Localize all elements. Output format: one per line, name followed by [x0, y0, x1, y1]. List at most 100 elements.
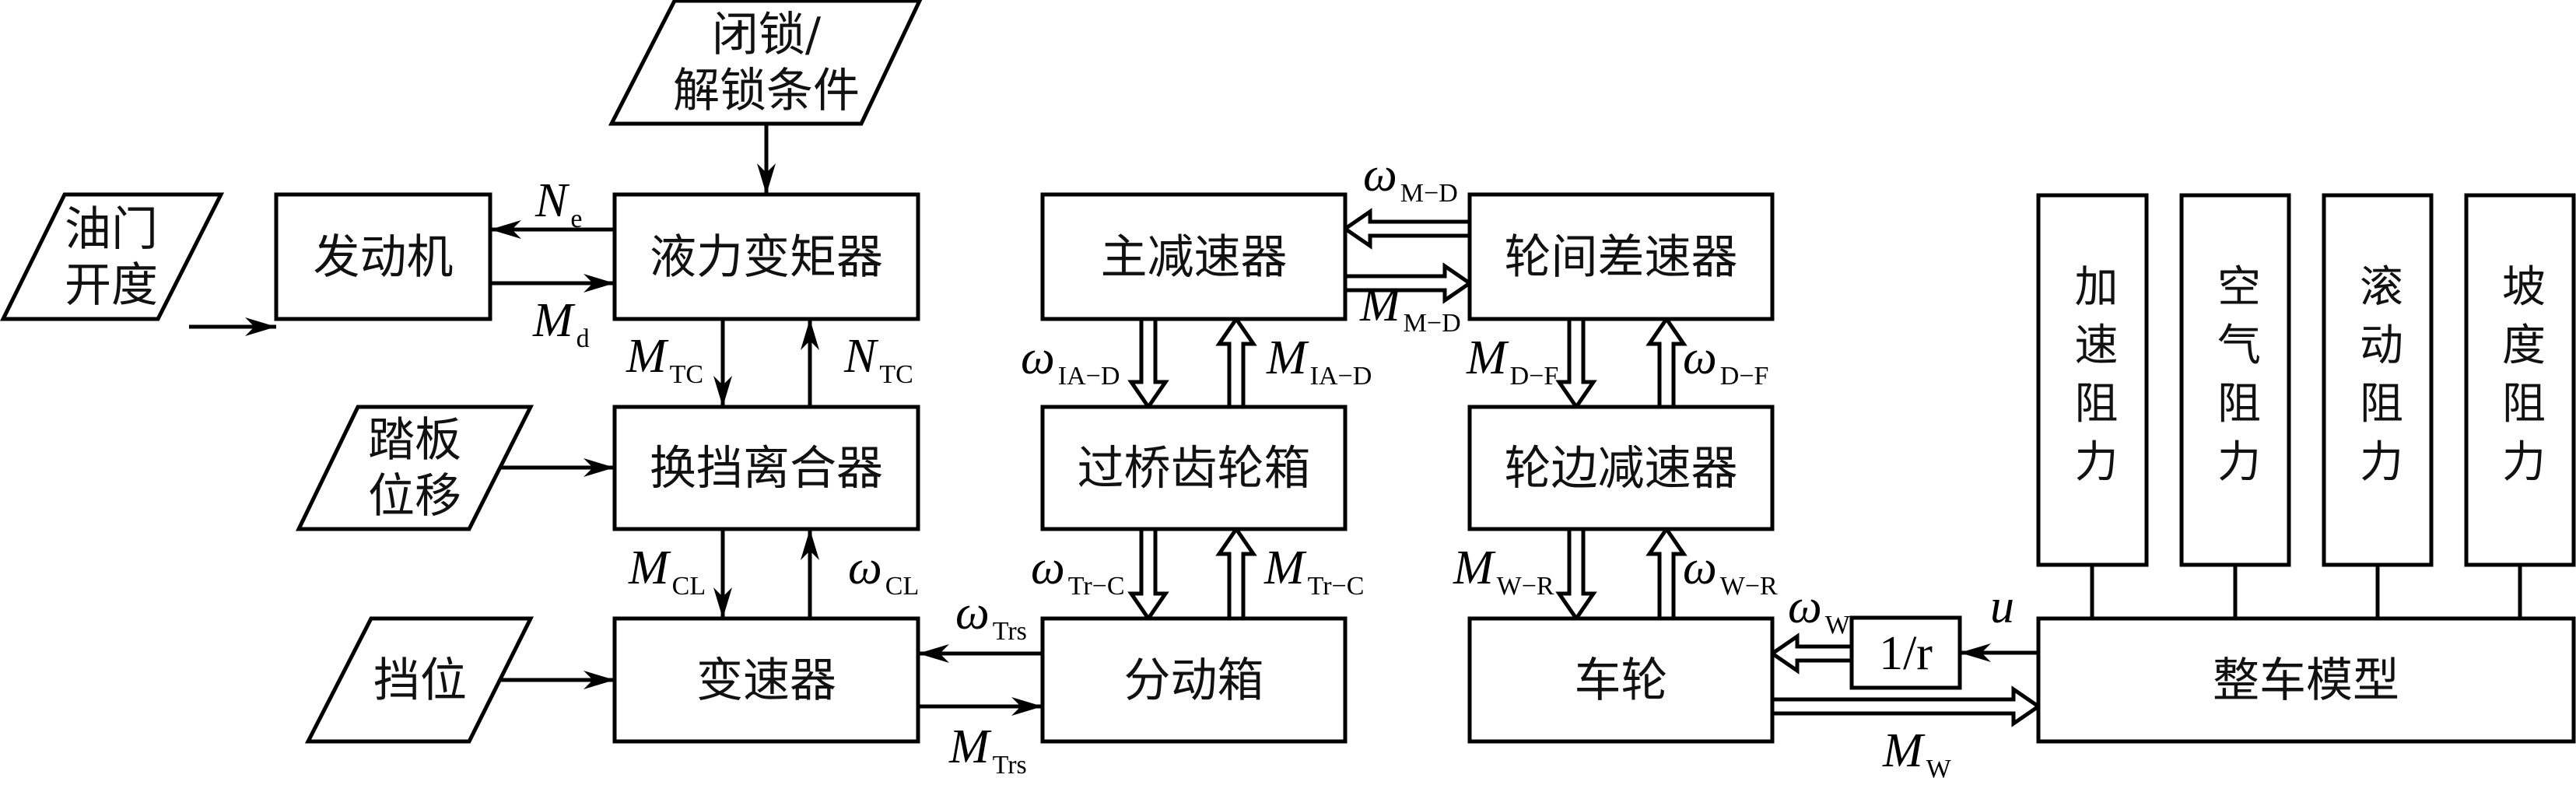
ww-label-symbol: ω: [1788, 580, 1822, 633]
mdf-label-subscript: D−F: [1510, 362, 1559, 391]
vehicle-model-block-label: 整车模型: [2213, 654, 2399, 708]
mcl-label-subscript: CL: [672, 572, 706, 601]
rolling-resistance-block-label: 滚动阻力: [2353, 264, 2403, 497]
shift-clutch-block-frame: [612, 405, 920, 531]
miad-label-symbol: M: [1266, 331, 1309, 384]
engine-block-label: 发动机: [314, 230, 454, 285]
vehicle-model-block-frame: [2036, 616, 2576, 744]
mcl-label-symbol: M: [628, 541, 671, 594]
gear-input-line: 挡位: [373, 654, 467, 708]
u-label: u: [1990, 580, 2014, 633]
ne-label-symbol: N: [534, 174, 570, 227]
mtc-label-subscript: TC: [670, 360, 703, 389]
mmd-label-subscript: M−D: [1404, 309, 1461, 338]
mmd-label-symbol: M: [1359, 279, 1403, 331]
air-resistance-block: 空气阻力: [2179, 193, 2291, 567]
throttle-input-shape: [0, 192, 225, 321]
engine-block-frame: [274, 192, 492, 321]
wcl-label-symbol: ω: [848, 541, 882, 594]
ntc-label-symbol: N: [843, 330, 879, 383]
miad-label-subscript: IA−D: [1310, 362, 1372, 391]
main-reducer-block-frame: [1040, 192, 1348, 321]
shift-clutch-block-label: 换挡离合器: [650, 442, 883, 496]
inter-wheel-diff-block-label: 轮间差速器: [1505, 230, 1738, 285]
bridge-gearbox-block-frame: [1040, 405, 1348, 531]
wiad-label-symbol: ω: [1021, 331, 1055, 384]
lock-condition-input-line: 闭锁/: [712, 8, 822, 62]
wtrs-label-subscript: Trs: [993, 617, 1027, 646]
mmd-arrow: [1343, 262, 1474, 304]
grade-resistance-block: 坡度阻力: [2464, 193, 2576, 567]
engine-block: 发动机: [274, 192, 492, 321]
main-reducer-block: 主减速器: [1040, 192, 1348, 321]
ntc-label-subscript: TC: [879, 360, 913, 389]
main-reducer-block-label: 主减速器: [1101, 230, 1288, 285]
pedal-input-line: 踏板: [368, 413, 461, 468]
ww-arrow: [1768, 633, 1854, 675]
wmd-label-symbol: ω: [1363, 149, 1397, 202]
mtrc-label-subscript: Tr−C: [1308, 572, 1365, 601]
lock-condition-input-line: 解锁条件: [673, 64, 860, 118]
air-resistance-block-frame: [2179, 193, 2291, 567]
rolling-resistance-block: 滚动阻力: [2322, 193, 2434, 567]
inter-wheel-diff-block-frame: [1467, 192, 1775, 321]
u-label-symbol: u: [1990, 580, 2014, 633]
torque-converter-block-frame: [612, 192, 920, 321]
throttle-input-line: 油门: [65, 202, 158, 257]
grade-resistance-block-frame: [2464, 193, 2576, 567]
wtrc-label-subscript: Tr−C: [1068, 572, 1125, 601]
hub-reducer-block: 轮边减速器: [1467, 405, 1775, 531]
mtrc-label-symbol: M: [1263, 541, 1307, 594]
wwr-arrow: [1645, 525, 1688, 621]
wmd-arrow: [1341, 208, 1472, 250]
rolling-resistance-block-frame: [2322, 193, 2434, 567]
inter-wheel-diff-block: 轮间差速器: [1467, 192, 1775, 321]
bridge-gearbox-block-label: 过桥齿轮箱: [1078, 442, 1311, 496]
wwr-label-subscript: W−R: [1720, 572, 1778, 601]
mtrs-label-symbol: M: [948, 720, 992, 773]
ne-label-subscript: e: [570, 205, 582, 233]
accel-resistance-block-label: 加速阻力: [2067, 264, 2118, 497]
lock-condition-input: 闭锁/解锁条件: [608, 0, 923, 126]
pedal-input-line: 位移: [368, 469, 461, 524]
torque-converter-block: 液力变矩器: [612, 192, 920, 321]
transfer-case-block: 分动箱: [1040, 616, 1348, 744]
lock-condition-input-shape: [608, 0, 923, 126]
mwr-label-subscript: W−R: [1497, 572, 1554, 601]
gear-input-shape: [304, 616, 534, 744]
mdf-arrow: [1555, 317, 1597, 411]
hub-reducer-block-label: 轮边减速器: [1505, 442, 1738, 496]
mwr-label-symbol: M: [1453, 541, 1496, 594]
torque-converter-block-label: 液力变矩器: [650, 230, 883, 285]
gear-input: 挡位: [304, 616, 534, 744]
miad-arrow: [1215, 315, 1257, 409]
accel-resistance-block-frame: [2036, 193, 2149, 567]
wtrc-arrow: [1127, 527, 1169, 622]
shift-clutch-block: 换挡离合器: [612, 405, 920, 531]
hub-reducer-block-frame: [1467, 405, 1775, 531]
wheel-block-label: 车轮: [1575, 654, 1668, 708]
mw-arrow: [1770, 685, 2042, 727]
wheel-block-frame: [1467, 616, 1775, 744]
inverse-radius-block: 1/r: [1849, 615, 1962, 690]
mtrc-arrow: [1215, 525, 1257, 621]
gearbox-block: 变速器: [612, 616, 920, 744]
vehicle-model-block: 整车模型: [2036, 616, 2576, 744]
inverse-radius-block-frame: [1849, 615, 1962, 690]
